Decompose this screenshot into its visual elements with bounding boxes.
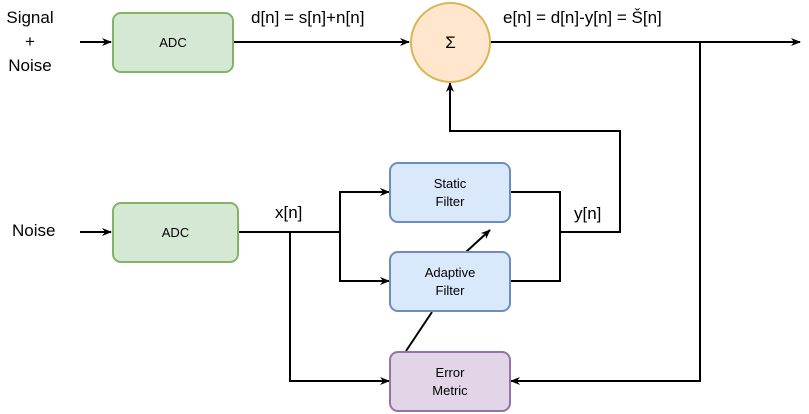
input-label-noise: Noise (12, 221, 56, 240)
arrow-adaptation (465, 229, 491, 253)
arrow-x-to-static-filter (339, 188, 390, 232)
signal-label-d: d[n] = s[n]+n[n] (251, 8, 365, 27)
arrow-e-to-error-metric (510, 42, 701, 385)
static-filter-block[interactable]: Static Filter (389, 162, 511, 223)
line-error-to-adaptive (405, 311, 433, 352)
adc-top-block[interactable]: ADC (112, 12, 234, 73)
arrow-y-to-sum (446, 82, 621, 233)
line-static-out (511, 191, 561, 282)
adc-bottom-block[interactable]: ADC (112, 202, 239, 263)
input-label-signal-noise: Signal + Noise (6, 8, 54, 75)
signal-label-e: e[n] = d[n]-y[n] = Š[n] (503, 8, 662, 27)
error-metric-block[interactable]: Error Metric (389, 351, 511, 412)
arrow-x-to-error-metric (289, 232, 390, 385)
adaptive-filter-block[interactable]: Adaptive Filter (389, 251, 511, 312)
summer-node[interactable]: Σ (410, 2, 491, 83)
signal-label-x: x[n] (275, 203, 303, 222)
arrow-x-to-adaptive-filter (339, 232, 390, 285)
signal-label-y: y[n] (574, 204, 602, 223)
